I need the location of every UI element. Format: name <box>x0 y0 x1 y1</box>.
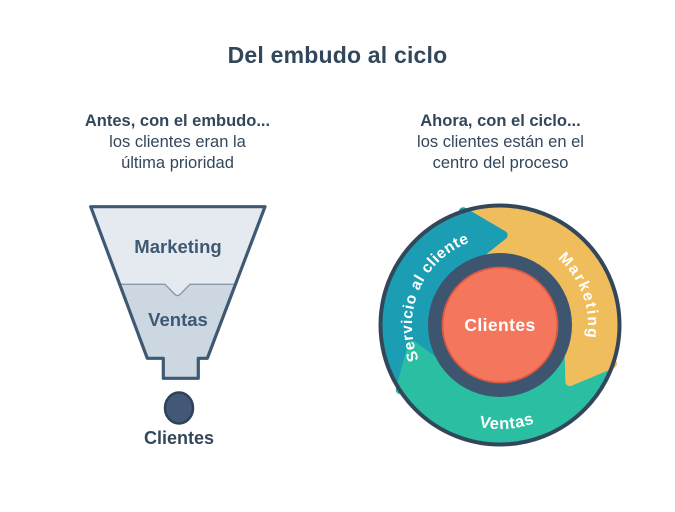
funnel-ventas-label: Ventas <box>148 309 208 330</box>
left-heading: Antes, con el embudo... los clientes era… <box>40 111 315 174</box>
servicio-arrow-tip <box>458 207 508 261</box>
funnel-divider-line <box>119 283 236 297</box>
left-heading-line3: última prioridad <box>121 154 234 172</box>
flywheel-outer-rim <box>378 203 622 447</box>
left-heading-line2: los clientes eran la <box>109 133 246 151</box>
right-heading-line3: centro del proceso <box>432 154 569 172</box>
clientes-core-circle <box>441 266 559 384</box>
marketing-arrow-tip <box>564 344 617 387</box>
left-heading-line1: Antes, con el embudo... <box>84 112 271 130</box>
right-heading-line2: los clientes están en el <box>417 133 584 151</box>
right-heading-line1: Ahora, con el ciclo... <box>420 112 581 130</box>
funnel-marketing-label: Marketing <box>134 236 221 257</box>
flywheel-center-label: Clientes <box>464 315 535 335</box>
funnel-graphic: Marketing Ventas Clientes <box>89 205 267 448</box>
funnel-outline <box>89 205 267 380</box>
right-heading: Ahora, con el ciclo... los clientes está… <box>363 111 638 174</box>
ventas-label: Ventas <box>478 410 536 433</box>
funnel-ventas-section <box>119 284 236 379</box>
clientes-dot <box>163 391 195 425</box>
funnel-marketing-section <box>90 206 265 379</box>
ventas-arrow-tip <box>395 340 444 395</box>
page-title: Del embudo al ciclo <box>227 42 448 68</box>
funnel-clientes-label: Clientes <box>144 428 214 448</box>
flywheel-graphic: Servicio al cliente Marketing Ventas Cli… <box>378 203 622 447</box>
